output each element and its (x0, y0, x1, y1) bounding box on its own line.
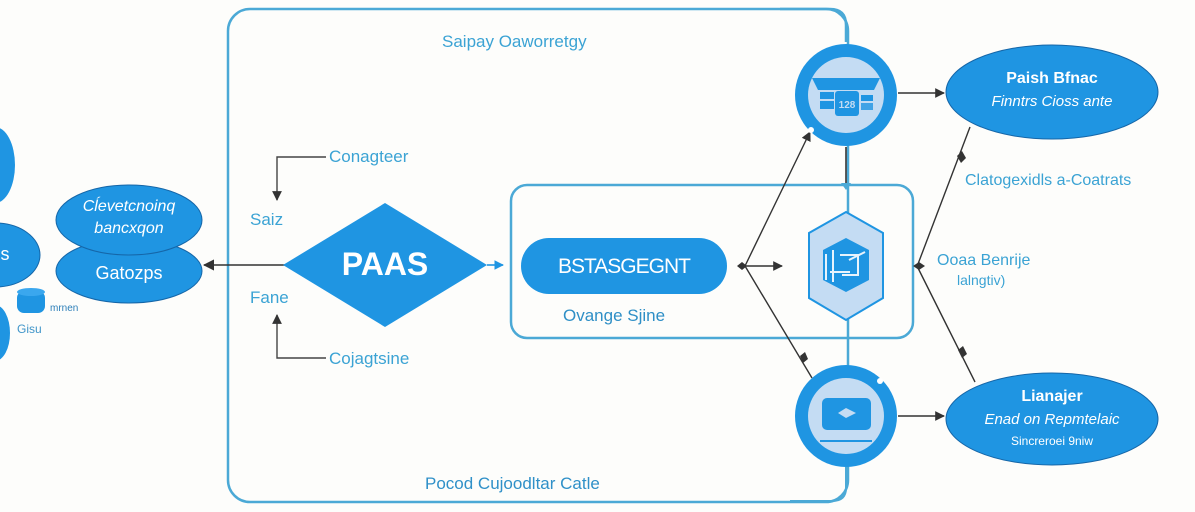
left-small-label: Gisu (17, 322, 42, 336)
paas-label: PAAS (341, 246, 429, 282)
connector-mark-bottom-left (800, 352, 808, 363)
connector-to-bottom-circle (744, 265, 813, 379)
svg-text:128: 128 (839, 100, 856, 111)
lower-side-label: Fane (250, 288, 289, 307)
connector-bottom-branch (272, 314, 326, 359)
right-top-ellipse-line1: Paish Bfnac (1006, 70, 1098, 87)
left-top-ellipse-line1: Cĺevetcnoinq (82, 198, 176, 215)
left-ellipse-top (55, 184, 203, 256)
junction-node-right (913, 262, 925, 270)
agent-pill[interactable] (521, 238, 727, 294)
right-mid-label: Clatogexidls a-Coatrats (965, 172, 1132, 189)
left-edge-blob-mid (0, 222, 41, 288)
junction-node-left (737, 262, 747, 270)
left-edge-blob-top (0, 128, 15, 202)
right-bottom-ellipse-line3: Sincreroei 9niw (1010, 434, 1094, 448)
inner-box-caption: Ovange Sjine (563, 306, 666, 325)
laptop-icon (820, 398, 872, 442)
connector-top-circle-arrowhead (841, 183, 851, 190)
right-side-label-line1: Ooaa Benrije (937, 252, 1031, 269)
right-side-label-line2: lalngtiv) (957, 272, 1006, 288)
connector-bottom-circle-to-frame (790, 467, 847, 502)
connector-right-lower (917, 267, 976, 383)
connector-right-upper (917, 126, 971, 265)
right-bottom-ellipse-line2: Enad on Repmtelaic (984, 411, 1120, 428)
database-icon (17, 288, 45, 313)
storefront-icon: 128 (812, 78, 880, 116)
left-edge-blob-bottom (0, 306, 10, 360)
right-bottom-ellipse-line1: Lianajer (1021, 388, 1083, 405)
top-branch-label: Conagteer (329, 147, 409, 166)
right-top-ellipse-line2: Finntrs Cioss ante (991, 93, 1113, 110)
connector-to-top-circle (744, 131, 811, 267)
diagram-footer: Pocod Cujoodltar Catle (425, 474, 600, 493)
bottom-circle-dot (877, 378, 883, 384)
connector-mark-right-upper (957, 151, 966, 163)
connector-top-branch (272, 156, 326, 201)
database-label: mrnen (50, 303, 79, 314)
connector-mark-right-lower (958, 346, 967, 358)
cube-icon (823, 238, 869, 292)
inner-box (509, 183, 915, 340)
left-top-ellipse-line2: bancxqon (94, 220, 164, 237)
upper-side-label: Saiz (250, 210, 284, 229)
right-ellipse-bottom[interactable] (945, 372, 1159, 466)
left-edge-partial-label: s (0, 244, 10, 264)
bottom-branch-label: Cojagtsine (329, 349, 410, 368)
right-ellipse-top[interactable] (945, 44, 1159, 140)
diagram-title: Saipay Oaworretgy (442, 32, 587, 51)
top-circle-dot (808, 127, 814, 133)
agent-pill-label: BSTASGEGNT (558, 255, 691, 278)
left-bottom-ellipse-label: Gatozps (95, 263, 163, 283)
connector-frame-to-top-circle (780, 7, 848, 42)
paas-diamond[interactable] (283, 203, 487, 327)
